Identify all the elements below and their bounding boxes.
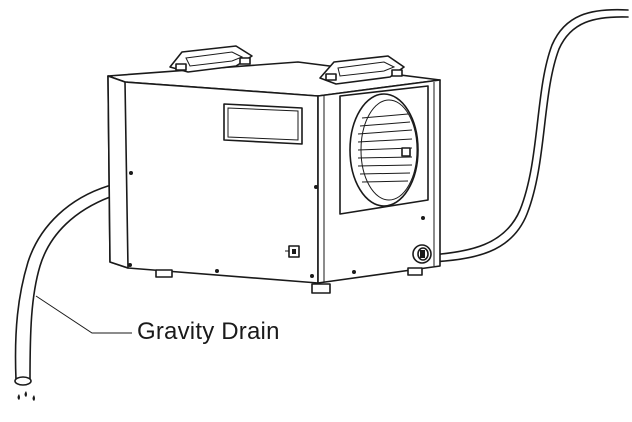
right-hose xyxy=(429,8,629,263)
gravity-drain-hose xyxy=(14,185,111,401)
air-intake-grille xyxy=(339,85,429,215)
feet xyxy=(155,267,423,294)
drain-port xyxy=(412,244,432,264)
gravity-drain-label: Gravity Drain xyxy=(137,318,280,345)
left-handle xyxy=(169,45,253,73)
front-switch xyxy=(285,245,300,258)
screws xyxy=(128,171,425,278)
control-panel-window xyxy=(223,103,303,145)
gravity-drain-leader xyxy=(35,295,132,334)
right-handle xyxy=(319,55,405,85)
